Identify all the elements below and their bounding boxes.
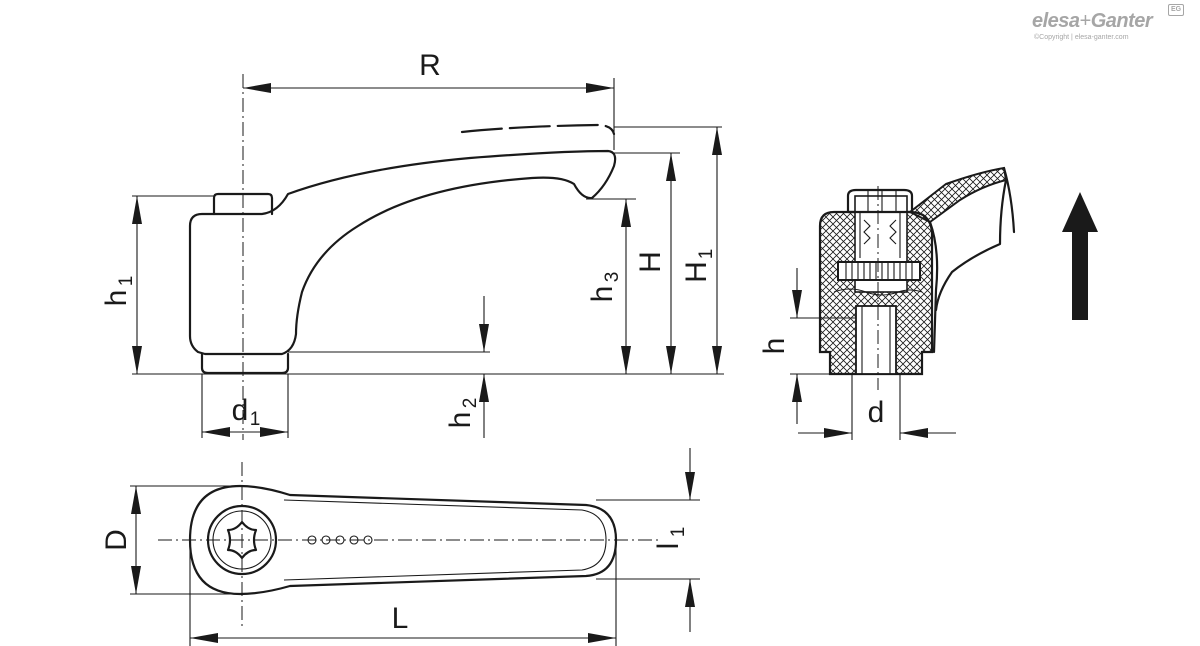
- section-arm: [908, 166, 1008, 224]
- knurled-insert: [837, 261, 921, 281]
- elesa-ganter-logo: elesa+Ganter EG ©Copyright | elesa-gante…: [1032, 4, 1184, 50]
- threaded-bore: [855, 305, 897, 375]
- label-h1: h 1: [100, 276, 137, 307]
- svg-text:2: 2: [460, 398, 481, 409]
- label-h2: h 2: [444, 398, 481, 429]
- svg-text:1: 1: [696, 249, 717, 260]
- handle-side-outline: [188, 149, 617, 356]
- label-h3: h 3: [586, 272, 623, 303]
- svg-text:1: 1: [250, 409, 261, 430]
- svg-text:h: h: [100, 290, 133, 307]
- svg-text:1: 1: [668, 527, 689, 538]
- lower-collar: [200, 352, 290, 375]
- label-h: h: [758, 338, 791, 355]
- svg-text:l: l: [652, 543, 685, 550]
- svg-text:h: h: [586, 286, 619, 303]
- label-D: D: [100, 529, 133, 551]
- svg-text:h: h: [758, 338, 791, 355]
- label-d1: d 1: [232, 394, 261, 430]
- label-d: d: [868, 396, 885, 429]
- svg-text:d: d: [232, 394, 249, 427]
- logo-badge: EG: [1168, 4, 1184, 16]
- label-H: H: [634, 251, 667, 273]
- screw-head: [846, 188, 914, 214]
- label-H1: H 1: [680, 249, 717, 283]
- top-view: [130, 448, 700, 646]
- section-view: [790, 166, 1016, 440]
- label-R: R: [419, 49, 441, 82]
- phantom-lever: [460, 123, 616, 136]
- svg-text:D: D: [100, 529, 133, 551]
- svg-text:3: 3: [602, 272, 623, 283]
- direction-arrow-icon: [1062, 192, 1098, 320]
- svg-text:1: 1: [116, 276, 137, 287]
- svg-text:h: h: [444, 412, 477, 429]
- svg-text:H: H: [680, 261, 713, 283]
- logo-wordmark: elesa+Ganter: [1032, 10, 1153, 32]
- svg-text:H: H: [634, 251, 667, 273]
- label-l1: l 1: [652, 527, 689, 550]
- logo-copyright: ©Copyright | elesa-ganter.com: [1034, 34, 1129, 41]
- side-view: [132, 74, 724, 440]
- label-L: L: [392, 602, 409, 635]
